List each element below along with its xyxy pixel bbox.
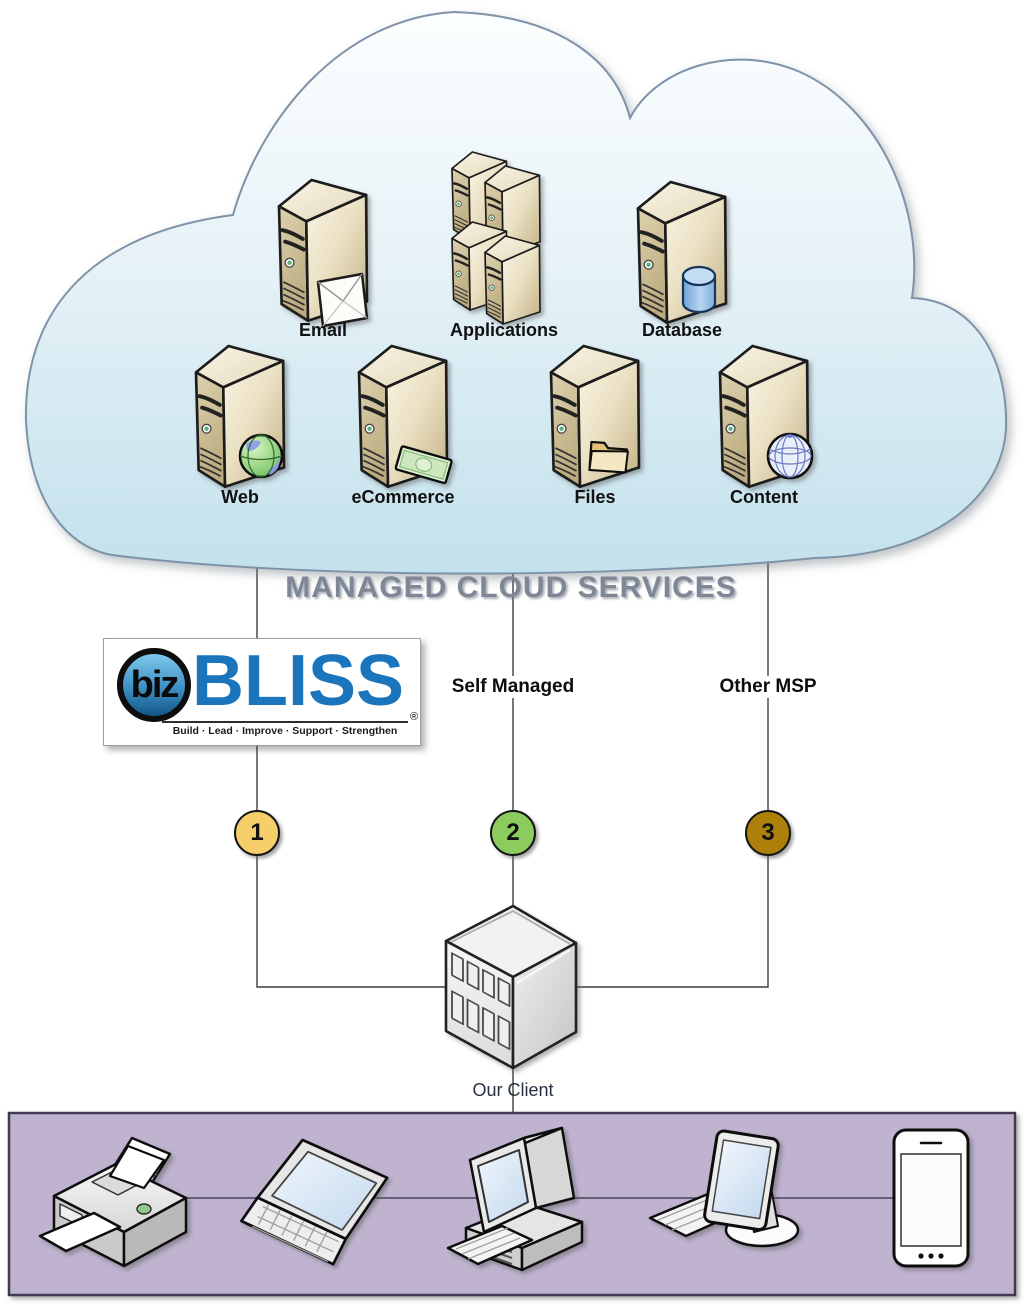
database-server-icon [636, 180, 728, 325]
badge-3: 3 [745, 810, 791, 856]
bizbliss-logo-circle-icon: biz [117, 648, 191, 722]
desktop-computer-icon [446, 1126, 584, 1272]
laptop-icon [240, 1138, 389, 1266]
logo-biz-text: biz [130, 663, 180, 706]
label-self-managed: Self Managed [444, 676, 582, 698]
database-cylinder-icon [681, 265, 717, 314]
label-other-msp: Other MSP [712, 676, 824, 698]
applications-server-cluster-icon [450, 150, 542, 326]
building-windows [451, 952, 511, 1051]
label-email: Email [298, 320, 348, 340]
monitor-icon [703, 1129, 780, 1232]
wireframe-globe-icon [766, 432, 814, 480]
email-server-icon [277, 178, 369, 328]
label-files: Files [574, 487, 616, 507]
label-content: Content [730, 487, 798, 507]
logo-bliss-text: BLISS [192, 641, 405, 721]
ecommerce-server-icon [357, 344, 453, 489]
badge-2: 2 [490, 810, 536, 856]
connection-line-1 [256, 552, 470, 988]
label-our-client: Our Client [472, 1080, 554, 1100]
logo-tagline: Build · Lead · Improve · Support · Stren… [162, 721, 408, 737]
badge-1-number: 1 [250, 819, 264, 846]
smartphone-icon [892, 1128, 970, 1268]
client-building-icon [444, 904, 578, 1070]
web-server-icon [194, 344, 286, 489]
bizbliss-logo: biz BLISS Build · Lead · Improve · Suppo… [103, 638, 421, 746]
folder-icon [588, 440, 629, 474]
content-server-icon [718, 344, 814, 489]
printer-icon [38, 1136, 188, 1268]
registered-trademark-icon: ® [410, 711, 419, 723]
badge-3-number: 3 [761, 819, 775, 846]
label-applications: Applications [449, 320, 559, 340]
diagram-title: MANAGED CLOUD SERVICES [285, 571, 737, 604]
label-ecommerce: eCommerce [351, 487, 455, 507]
monitor-keyboard-icon [648, 1129, 800, 1248]
globe-icon [238, 433, 284, 479]
keyboard-icon [446, 1224, 534, 1266]
banknote-icon [394, 445, 453, 485]
label-web: Web [221, 487, 259, 507]
envelope-icon [316, 272, 369, 328]
connection-line-3 [560, 552, 769, 988]
badge-1: 1 [234, 810, 280, 856]
files-server-icon [549, 344, 641, 489]
badge-2-number: 2 [506, 819, 520, 846]
label-database: Database [641, 320, 723, 340]
